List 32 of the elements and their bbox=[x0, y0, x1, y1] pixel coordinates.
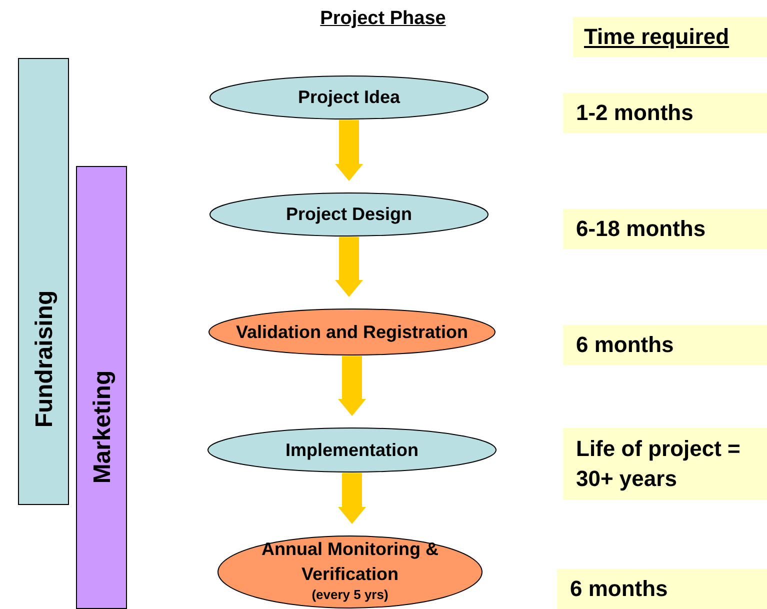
phase-band bbox=[76, 166, 127, 609]
duration-box bbox=[563, 428, 767, 500]
phase-ellipse bbox=[209, 192, 489, 237]
duration-box bbox=[563, 93, 767, 133]
duration-text: Life of project = 30+ years bbox=[576, 435, 742, 493]
duration-box bbox=[563, 325, 767, 365]
column-heading: Time required bbox=[584, 23, 730, 51]
milestone-ellipse bbox=[208, 308, 496, 356]
duration-box bbox=[563, 209, 767, 249]
phase-label: Annual Monitoring & Verification bbox=[260, 538, 440, 586]
band-label: Fundraising bbox=[30, 290, 58, 428]
column-header-box bbox=[573, 17, 767, 57]
flow-arrow bbox=[335, 120, 363, 182]
phase-label: Project Design bbox=[286, 203, 412, 226]
duration-box bbox=[557, 569, 767, 609]
flow-arrow bbox=[335, 237, 363, 298]
band-label: Marketing bbox=[88, 370, 116, 484]
phase-label: Validation and Registration bbox=[236, 320, 468, 344]
phase-note: (every 5 yrs) bbox=[312, 587, 388, 603]
phase-label: Project Idea bbox=[298, 86, 400, 109]
duration-text: 6-18 months bbox=[576, 215, 706, 243]
phase-ellipse bbox=[209, 75, 489, 120]
phase-band bbox=[18, 58, 69, 505]
duration-text: 6 months bbox=[576, 331, 674, 359]
flow-arrow bbox=[338, 473, 366, 524]
phase-ellipse bbox=[207, 427, 497, 473]
milestone-ellipse bbox=[217, 535, 483, 609]
column-heading: Project Phase bbox=[319, 8, 447, 30]
duration-text: 1-2 months bbox=[576, 99, 694, 127]
flow-arrow bbox=[338, 356, 366, 416]
duration-text: 6 months bbox=[570, 575, 668, 603]
phase-label: Implementation bbox=[285, 438, 418, 462]
